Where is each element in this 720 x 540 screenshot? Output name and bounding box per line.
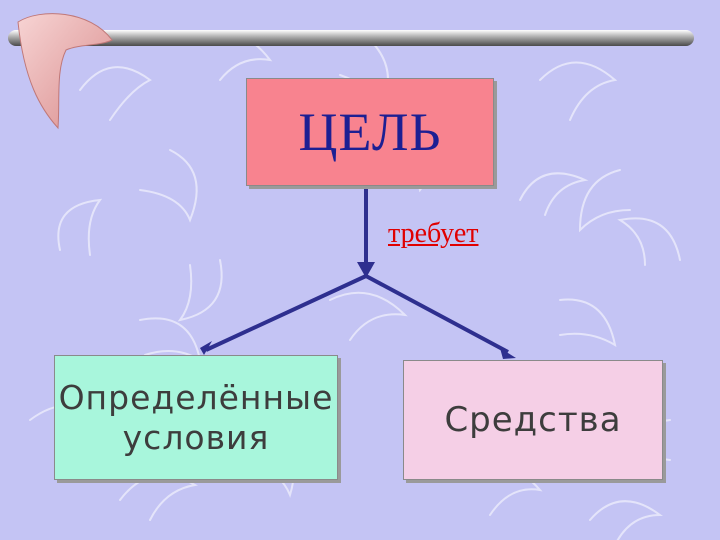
relation-label: требует	[388, 218, 479, 249]
means-label: Средства	[444, 400, 622, 440]
arrow-left-branch	[205, 274, 367, 352]
goal-label: ЦЕЛЬ	[298, 102, 442, 162]
conditions-box: Определённые условия	[54, 355, 338, 480]
conditions-label-line1: Определённые	[58, 377, 334, 417]
arrowhead-down	[357, 262, 375, 278]
conditions-label: Определённые условия	[59, 378, 334, 458]
arrow-right-branch	[365, 274, 509, 354]
goal-box: ЦЕЛЬ	[246, 78, 494, 186]
arrowhead-right	[500, 348, 516, 359]
means-box: Средства	[403, 360, 663, 480]
conditions-label-line2: условия	[122, 417, 270, 457]
arrowhead-left	[200, 341, 212, 355]
